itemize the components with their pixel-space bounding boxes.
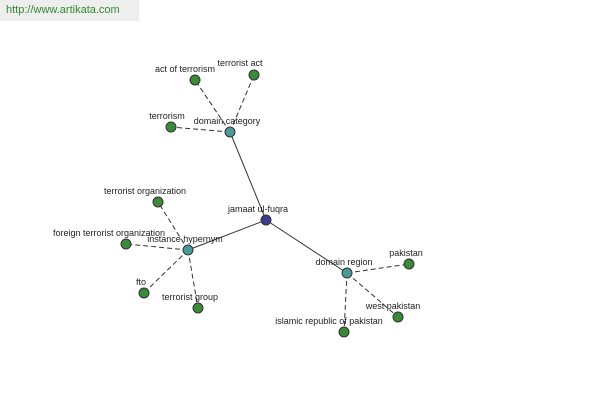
leaf-node-terrorist-group[interactable] bbox=[192, 302, 204, 314]
edge-domain-region-islamic-republic-of-pakistan bbox=[343, 272, 348, 333]
edge-instance-hypernym-terrorist-group bbox=[187, 249, 199, 309]
edge-center-domain-region bbox=[265, 219, 348, 274]
leaf-node-islamic-republic-of-pakistan[interactable] bbox=[338, 326, 350, 338]
relation-label-domain-category: domain category bbox=[194, 116, 261, 126]
leaf-label-terrorist-act: terrorist act bbox=[217, 58, 263, 68]
leaf-node-foreign-terrorist-organization[interactable] bbox=[120, 238, 132, 250]
leaf-label-act-of-terrorism: act of terrorism bbox=[155, 64, 215, 74]
leaf-node-act-of-terrorism[interactable] bbox=[189, 74, 201, 86]
relation-node-domain-region[interactable] bbox=[341, 267, 353, 279]
relation-label-instance-hypernym: instance hypernym bbox=[147, 234, 223, 244]
source-watermark: http://www.artikata.com bbox=[0, 0, 139, 21]
leaf-label-pakistan: pakistan bbox=[389, 248, 423, 258]
edge-center-instance-hypernym bbox=[187, 219, 267, 251]
relation-node-instance-hypernym[interactable] bbox=[182, 244, 194, 256]
leaf-node-pakistan[interactable] bbox=[403, 258, 415, 270]
relation-label-domain-region: domain region bbox=[315, 257, 372, 267]
edge-instance-hypernym-terrorist-organization bbox=[157, 201, 189, 251]
relation-node-domain-category[interactable] bbox=[224, 126, 236, 138]
leaf-node-terrorism[interactable] bbox=[165, 121, 177, 133]
edge-domain-region-pakistan bbox=[346, 263, 410, 274]
edge-instance-hypernym-fto bbox=[143, 249, 189, 294]
leaf-label-terrorist-organization: terrorist organization bbox=[104, 186, 186, 196]
center-node[interactable] bbox=[260, 214, 272, 226]
leaf-label-fto: fto bbox=[136, 277, 146, 287]
edge-domain-category-terrorist-act bbox=[229, 74, 255, 133]
center-label: jamaat ul-fuqra bbox=[227, 204, 288, 214]
source-url[interactable]: http://www.artikata.com bbox=[6, 4, 120, 16]
leaf-label-terrorist-group: terrorist group bbox=[162, 292, 218, 302]
edge-domain-region-west-pakistan bbox=[346, 272, 399, 318]
leaf-label-foreign-terrorist-organization: foreign terrorist organization bbox=[53, 228, 165, 238]
edge-instance-hypernym-foreign-terrorist-organization bbox=[125, 243, 189, 251]
leaf-label-terrorism: terrorism bbox=[149, 111, 185, 121]
leaf-node-west-pakistan[interactable] bbox=[392, 311, 404, 323]
edge-center-domain-category bbox=[229, 131, 267, 221]
leaf-label-islamic-republic-of-pakistan: islamic republic of pakistan bbox=[275, 316, 383, 326]
leaf-node-fto[interactable] bbox=[138, 287, 150, 299]
edge-domain-category-act-of-terrorism bbox=[194, 79, 231, 133]
leaf-label-west-pakistan: west pakistan bbox=[365, 301, 421, 311]
leaf-node-terrorist-act[interactable] bbox=[248, 69, 260, 81]
edge-domain-category-terrorism bbox=[170, 126, 231, 133]
leaf-node-terrorist-organization[interactable] bbox=[152, 196, 164, 208]
